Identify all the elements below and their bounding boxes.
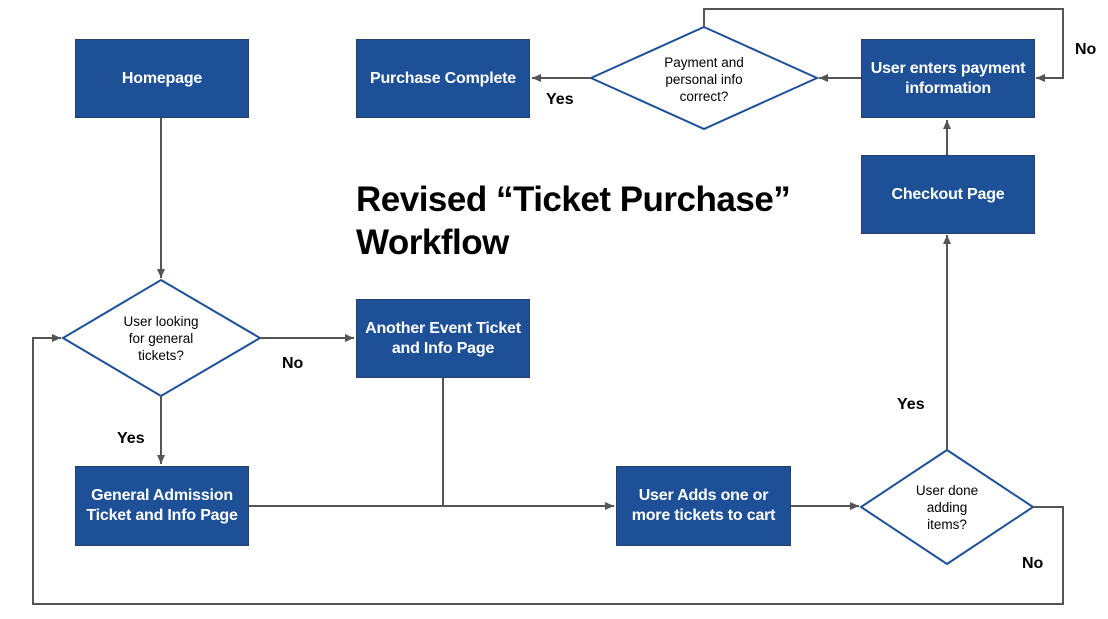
label-done-no: No [1022, 555, 1044, 572]
user-adds-box: User Adds one or more tickets to cart [616, 466, 791, 546]
decision-diamond-payment-correct [588, 25, 820, 131]
label-looking-no: No [282, 355, 304, 372]
label-payment-yes: Yes [546, 91, 574, 108]
user-looking-text: User looking for general tickets? [123, 313, 199, 363]
diagram-title: Revised “Ticket Purchase” Workflow [356, 180, 791, 262]
checkout-page-box: Checkout Page [861, 155, 1035, 234]
payment-correct-text: Payment and personal info correct? [664, 54, 744, 104]
general-admission-box: General Admission Ticket and Info Page [75, 466, 249, 546]
loop-done-no-to-looking [32, 334, 1064, 605]
decision-diamond-user-done [859, 448, 1035, 566]
another-event-box: Another Event Ticket and Info Page [356, 299, 530, 378]
user-enters-payment-box: User enters payment information [861, 39, 1035, 118]
label-done-yes: Yes [897, 396, 925, 413]
loop-payment-no-to-enters [703, 8, 1064, 82]
purchase-complete-box: Purchase Complete [356, 39, 530, 118]
homepage-box: Homepage [75, 39, 249, 118]
label-looking-yes: Yes [117, 430, 145, 447]
label-payment-no: No [1075, 41, 1097, 58]
user-done-text: User done adding items? [915, 482, 979, 532]
